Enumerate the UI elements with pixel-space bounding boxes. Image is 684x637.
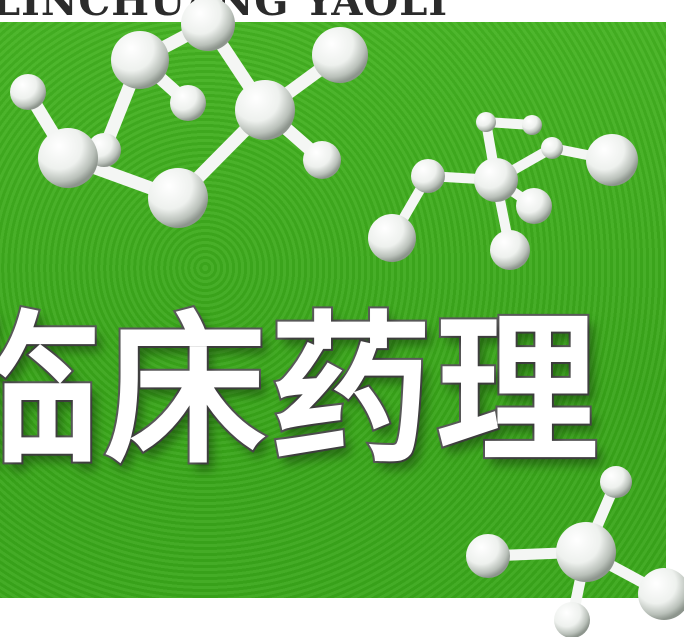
right-white-edge (666, 22, 684, 637)
molecule-top-left (10, 0, 368, 228)
molecule-bottom-right (466, 466, 684, 637)
molecule-right-middle (368, 112, 638, 270)
cover-title: 临床药理 (0, 296, 602, 486)
